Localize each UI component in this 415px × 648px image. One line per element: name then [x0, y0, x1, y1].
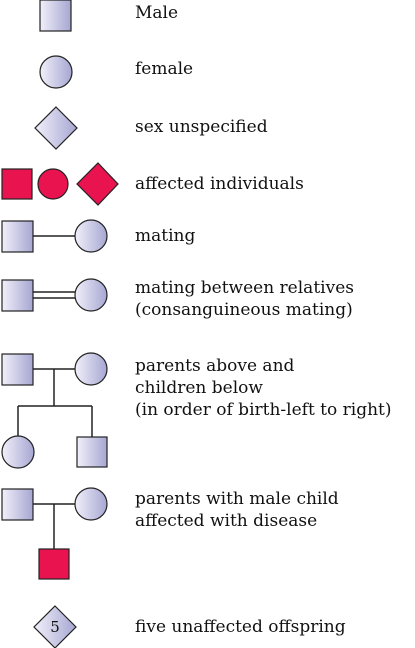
label-consanguineous-line-2: (consanguineous mating) — [135, 300, 353, 320]
label-female: female — [135, 59, 194, 79]
affected-male-symbol — [1, 168, 33, 200]
label-male: Male — [135, 3, 179, 23]
label-unaffected-offspring: five unaffected offspring — [135, 617, 346, 637]
affected-female-symbol — [37, 168, 69, 200]
label-parents-children-line-1: parents above and — [135, 356, 295, 376]
female-symbol — [39, 55, 73, 89]
male-symbol — [39, 0, 72, 32]
unaffected-offspring-symbol: 5 — [33, 605, 77, 648]
label-sex-unspecified: sex unspecified — [135, 117, 268, 137]
affected-unspecified-symbol — [76, 162, 119, 206]
label-mating: mating — [135, 226, 196, 246]
label-affected-child-line-1: parents with male child — [135, 489, 339, 509]
label-consanguineous-line-1: mating between relatives — [135, 278, 354, 298]
label-parents-children-line-2: children below — [135, 378, 263, 398]
affected-child-symbol — [1, 487, 108, 580]
sex-unspecified-symbol — [34, 106, 78, 150]
mating-symbol — [1, 219, 108, 253]
label-parents-children-line-3: (in order of birth-left to right) — [135, 400, 392, 420]
consanguineous-mating-symbol — [1, 278, 108, 312]
label-affected-child-line-2: affected with disease — [135, 511, 318, 531]
parents-children-symbol — [1, 352, 108, 469]
label-affected: affected individuals — [135, 174, 304, 194]
offspring-count: 5 — [50, 618, 60, 636]
